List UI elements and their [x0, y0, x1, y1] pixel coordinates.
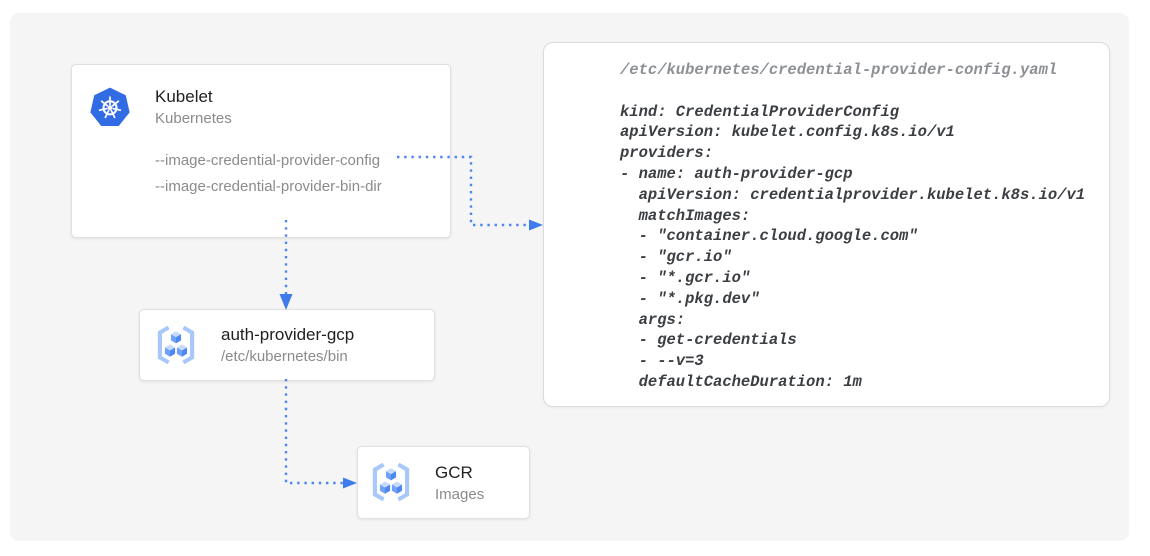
gcr-icon: [372, 462, 410, 502]
kubelet-flag-bin-dir: --image-credential-provider-bin-dir: [155, 178, 382, 195]
node-kubelet: Kubelet Kubernetes --image-credential-pr…: [71, 64, 451, 238]
node-title: auth-provider-gcp: [221, 325, 355, 344]
code-block: kind: CredentialProviderConfig apiVersio…: [620, 102, 1086, 391]
node-subtitle: Images: [435, 486, 485, 503]
node-auth-provider-gcp: auth-provider-gcp /etc/kubernetes/bin: [139, 309, 435, 381]
node-subtitle: /etc/kubernetes/bin: [221, 348, 348, 365]
kubernetes-icon: [90, 87, 130, 127]
node-title: GCR: [435, 463, 473, 482]
gcr-header: GCR Images: [435, 461, 484, 506]
code-panel: /etc/kubernetes/credential-provider-conf…: [543, 42, 1110, 407]
kubelet-flag-config: --image-credential-provider-config: [155, 152, 381, 169]
node-subtitle: Kubernetes: [155, 110, 232, 127]
kubelet-flags: --image-credential-provider-config --ima…: [155, 148, 382, 200]
node-gcr: GCR Images: [357, 446, 530, 519]
auth-provider-header: auth-provider-gcp /etc/kubernetes/bin: [221, 323, 354, 368]
gcr-icon: [157, 325, 195, 365]
kubelet-header: Kubelet Kubernetes: [155, 85, 232, 130]
code-filename: /etc/kubernetes/credential-provider-conf…: [620, 61, 1058, 79]
node-title: Kubelet: [155, 87, 213, 106]
